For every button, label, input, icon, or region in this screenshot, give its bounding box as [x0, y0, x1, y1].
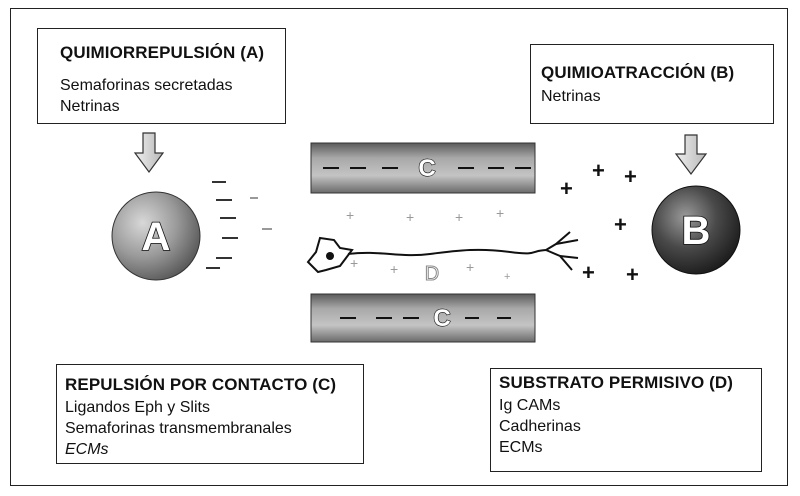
plus-sign: + — [406, 209, 414, 225]
substrate-label: D — [425, 263, 439, 285]
chemorepulsion-item: Semaforinas secretadas — [60, 77, 233, 94]
figure-frame — [10, 8, 788, 486]
attractant-marks: + + + + + + — [560, 158, 639, 287]
chemoattraction-item: Netrinas — [541, 88, 601, 105]
down-arrow-icon — [674, 134, 708, 175]
plus-sign: + — [504, 271, 510, 283]
plus-sign: + — [466, 259, 474, 275]
sphere-b: B — [651, 185, 741, 275]
repellent-gradient-marks — [206, 181, 272, 269]
sphere-b-label: B — [682, 209, 711, 253]
neuron-soma-icon — [306, 236, 354, 274]
contact-repulsion-band-top: C — [310, 142, 536, 194]
axon — [347, 248, 549, 257]
chemoattraction-title: QUIMIOATRACCIÓN (B) — [541, 63, 735, 82]
plus-sign: + — [455, 209, 463, 225]
plus-sign: + — [626, 262, 639, 287]
contact-repulsion-box: REPULSIÓN POR CONTACTO (C) Ligandos Eph … — [56, 364, 364, 464]
permissive-substrate-item: ECMs — [499, 439, 543, 456]
plus-sign: + — [496, 205, 504, 221]
contact-repulsion-item: Ligandos Eph y Slits — [65, 399, 210, 416]
contact-repulsion-item: ECMs — [65, 441, 109, 458]
chemorepulsion-box: QUIMIORREPULSIÓN (A) Semaforinas secreta… — [37, 28, 286, 124]
down-arrow-icon — [133, 132, 165, 174]
permissive-substrate-item: Ig CAMs — [499, 397, 561, 414]
plus-sign: + — [350, 255, 358, 271]
band-bottom-label: C — [433, 305, 450, 332]
permissive-substrate-item: Cadherinas — [499, 418, 581, 435]
sphere-a-label: A — [142, 215, 171, 259]
plus-sign: + — [624, 164, 637, 189]
chemorepulsion-title: QUIMIORREPULSIÓN (A) — [60, 43, 265, 62]
sphere-a: A — [111, 191, 201, 281]
band-top-label: C — [418, 155, 435, 182]
growth-cone-icon — [545, 231, 579, 271]
plus-sign: + — [582, 260, 595, 285]
plus-sign: + — [560, 176, 573, 201]
contact-repulsion-item: Semaforinas transmembranales — [65, 420, 292, 437]
plus-sign: + — [592, 158, 605, 183]
chemorepulsion-item: Netrinas — [60, 98, 120, 115]
chemoattraction-box: QUIMIOATRACCIÓN (B) Netrinas — [530, 44, 774, 124]
permissive-substrate-title: SUBSTRATO PERMISIVO (D) — [499, 373, 734, 392]
permissive-substrate-box: SUBSTRATO PERMISIVO (D) Ig CAMs Cadherin… — [490, 368, 762, 472]
contact-repulsion-title: REPULSIÓN POR CONTACTO (C) — [65, 375, 337, 394]
plus-sign: + — [390, 261, 398, 277]
plus-sign: + — [614, 212, 627, 237]
plus-sign: + — [346, 207, 354, 223]
contact-repulsion-band-bottom: C — [310, 293, 536, 343]
substrate-marks: + + + + + + + + — [346, 205, 510, 283]
